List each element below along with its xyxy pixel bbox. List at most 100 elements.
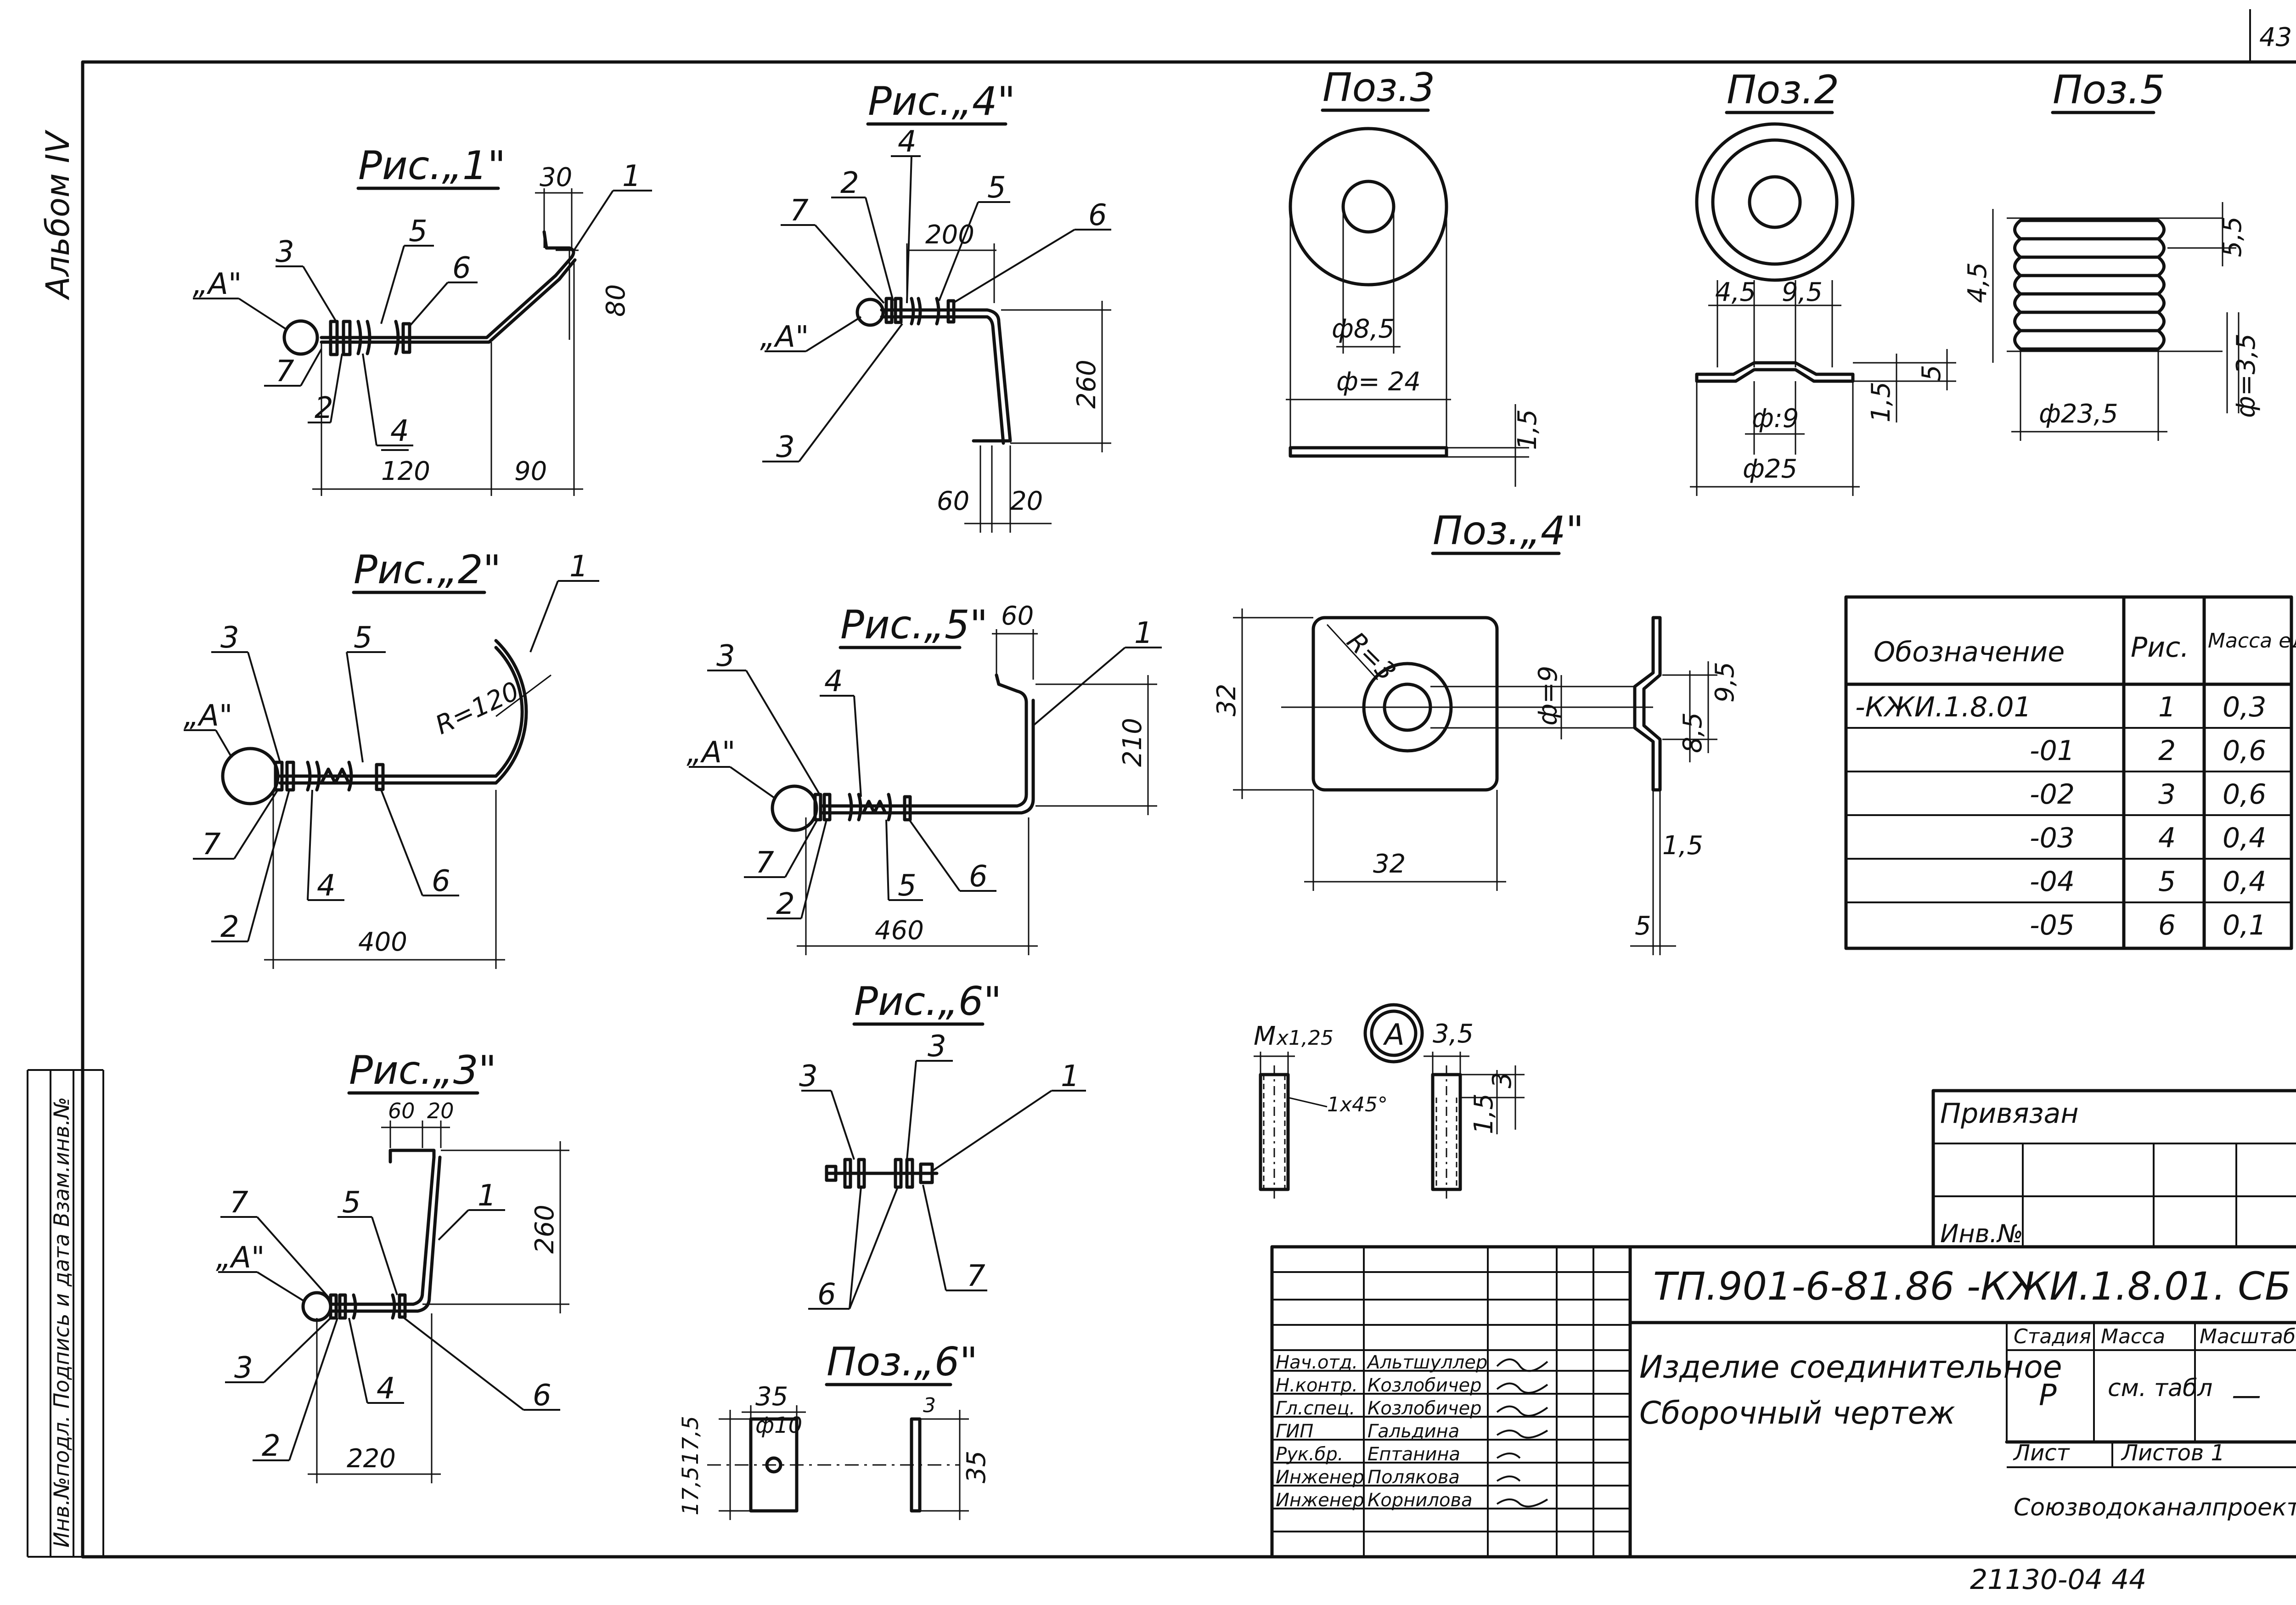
inv-no-label: Инв.№ — [1940, 1219, 2023, 1248]
label-positions-poz6-dims-5: 35 — [962, 1451, 991, 1483]
label-figures-fig2-leaders-1: 3 — [220, 621, 239, 655]
label-spec_table-rows-3-0: -03 — [2030, 822, 2075, 854]
label-figures-fig4-dims-1: 260 — [1072, 360, 1102, 409]
fig5-rod — [820, 673, 1035, 815]
label-spec_table-rows-3-2: 0,4 — [2223, 822, 2266, 854]
label-positions-detailA-dims-2: 3,5 — [1433, 1019, 1474, 1049]
spec-header-mass: Масса ед.кг — [2208, 629, 2296, 653]
label-spec_table-rows-1-1: 2 — [2158, 735, 2176, 767]
label-figures-fig6-leaders-1: 3 — [928, 1030, 946, 1064]
drawing-rect — [329, 320, 339, 356]
drawing-line — [952, 229, 1075, 304]
spec-header-designation: Обозначение — [1874, 636, 2065, 668]
label-figures-fig1-dims-0: 30 — [540, 163, 572, 192]
label-figures-fig5-dims-0: 60 — [1001, 601, 1034, 631]
label-figures-fig3-dims-0: 60 — [388, 1098, 415, 1123]
label-figures-fig2-leaders-5: 6 — [432, 864, 450, 898]
label-figures-fig4-dims-0: 200 — [925, 220, 974, 250]
drawing-rect — [1270, 1245, 2296, 1559]
drawing-line — [784, 819, 818, 878]
drawing-line — [380, 245, 405, 324]
drawing-rect — [910, 1417, 922, 1513]
label-title_block-roles-4-1: Ептанина — [1367, 1444, 1460, 1465]
drawing-line — [330, 353, 343, 423]
drawing-path — [848, 793, 892, 822]
drawing-line — [371, 1216, 398, 1295]
label-spec_table-rows-5-0: -05 — [2030, 909, 2075, 941]
label-figures-fig4-A: „А" — [760, 320, 809, 354]
label-spec_table-rows-1-0: -01 — [2030, 735, 2075, 767]
drawing-line — [302, 265, 338, 325]
drawing-line — [307, 789, 313, 901]
label-figures-fig1-leaders-5: 2 — [315, 391, 333, 425]
label-title_block-mass_h: Масса — [2101, 1325, 2165, 1348]
fig4-ball — [855, 298, 885, 327]
label-figures-fig4-leaders-2: 7 — [790, 194, 809, 228]
label-positions-poz6-dims-0: 35 — [755, 1382, 788, 1412]
drawing-rect — [1844, 595, 2293, 950]
drawing-circle — [1711, 138, 1839, 266]
fig2: Рис.„2" R=120 1 3 5 „А" 7 4 6 2 400 — [184, 547, 599, 969]
label-positions-detailA-dims-4: 3 — [1487, 1072, 1517, 1088]
fig5-title: Рис.„5" — [840, 602, 988, 648]
label-title_block-roles-1-0: Н.контр. — [1276, 1375, 1358, 1396]
label-figures-fig3-leaders-1: 5 — [342, 1186, 361, 1220]
drawing-rect — [857, 1158, 866, 1189]
drawing-circle — [1341, 180, 1396, 234]
drawing-line — [865, 197, 894, 301]
drawing-rect — [894, 297, 903, 324]
label-figures-fig2-leaders-2: 5 — [354, 621, 372, 655]
label-positions-detailA-dims-5: 1,5 — [1469, 1093, 1499, 1134]
label-spec_table-rows-0-1: 1 — [2158, 691, 2176, 723]
label-positions-poz2-dims-4: ф:9 — [1752, 404, 1799, 434]
label-figures-fig3-leaders-3: 3 — [234, 1351, 253, 1385]
fig1: Рис.„1" „А" 3 5 6 7 2 4 1 30 80 — [193, 143, 652, 496]
drawing-line — [1288, 1097, 1328, 1108]
poz3: Поз.3 ф8,5 ф= 24 1,5 — [1286, 65, 1542, 487]
label-spec_table-rows-4-1: 5 — [2158, 866, 2176, 898]
label-title_block-roles-2-0: Гл.спец. — [1276, 1398, 1355, 1419]
label-figures-fig6-leaders-2: 1 — [1061, 1059, 1080, 1093]
label-figures-fig3-dims-1: 20 — [427, 1098, 454, 1123]
drawing-rect — [919, 1162, 934, 1184]
drawing-path — [356, 320, 400, 355]
label-positions-poz4-dims-1: 32 — [1212, 684, 1242, 716]
drawing-line — [885, 819, 889, 901]
label-positions-poz4-dims-3: 9,5 — [1710, 662, 1740, 703]
drawing-line — [1032, 647, 1126, 726]
label-positions-poz6-dims-2: 3 — [923, 1394, 936, 1417]
label-figures-fig3-dims-3: 220 — [347, 1444, 396, 1474]
label-figures-fig1-dims-1: 80 — [601, 284, 631, 317]
label-title_block-roles-3-1: Гальдина — [1367, 1421, 1459, 1442]
label-figures-fig3-leaders-0: 7 — [230, 1186, 248, 1220]
drawing-line — [495, 674, 551, 717]
drawing-path — [2156, 219, 2166, 351]
label-figures-fig5-leaders-4: 5 — [898, 869, 917, 903]
fig3: Рис.„3" 60 20 260 1 7 5 „А" 3 4 6 2 220 — [216, 1047, 569, 1483]
label-title_block-sheet_h: Лист — [2013, 1440, 2071, 1466]
fig2-ball — [221, 747, 280, 805]
fig5: Рис.„5" 60 210 1 3 4 „А" 7 5 6 2 460 — [687, 601, 1162, 955]
drawing-path — [1496, 1358, 1548, 1508]
label-figures-fig4-leaders-3: 5 — [987, 171, 1006, 205]
label-title_block-stage: Р — [2039, 1379, 2057, 1413]
label-figures-fig1-leaders-1: 3 — [276, 235, 294, 269]
drawing-line — [938, 202, 979, 301]
drawing-line — [288, 1318, 338, 1461]
fig1-A: „А" — [193, 267, 242, 301]
label-title_block-roles-2-1: Козлобичер — [1367, 1398, 1481, 1419]
label-title_block-mass: см. табл — [2108, 1374, 2212, 1402]
drawing-path — [306, 760, 353, 792]
drawing-rect — [905, 1158, 914, 1189]
label-figures-fig1-dims-3: 90 — [514, 456, 547, 486]
privyazan-label: Привязан — [1940, 1098, 2079, 1130]
label-spec_table-rows-0-2: 0,3 — [2223, 691, 2266, 723]
label-figures-fig1-leaders-4: 7 — [276, 355, 294, 389]
album-label: Альбом IV — [39, 130, 77, 300]
drawing-line — [745, 670, 821, 795]
label-figures-fig4-leaders-0: 4 — [898, 125, 917, 159]
drawing-line — [409, 282, 449, 327]
label-positions-poz4-dims-2: ф=9 — [1533, 666, 1563, 726]
drawing-line — [814, 224, 885, 304]
